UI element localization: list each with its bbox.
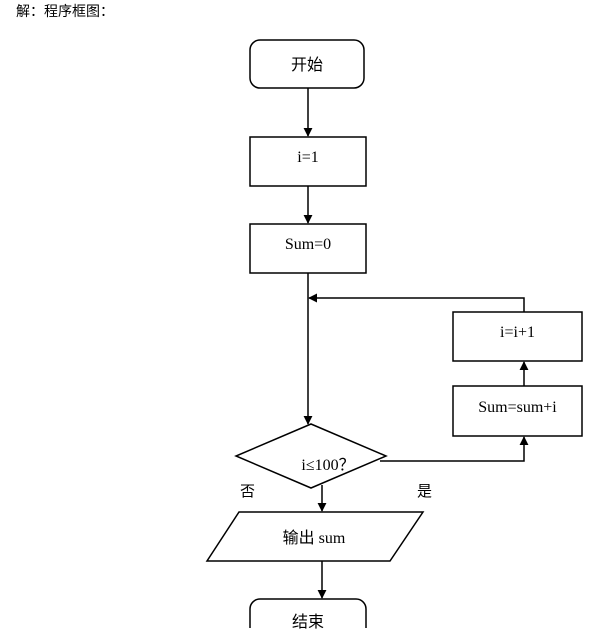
init-sum-label: Sum=0	[284, 236, 332, 253]
intro-text: 解：程序框图：	[16, 4, 114, 20]
branch-yes-label: 是	[417, 482, 433, 500]
arrow-increment-loop-back	[308, 293, 525, 312]
arrow-condition-yes-to-accumulate	[380, 436, 529, 462]
end-label: 结束	[291, 612, 324, 631]
output-label: 输出 sum	[282, 530, 346, 547]
increment-label: i=i+1	[500, 324, 535, 341]
init-sum-box-shape	[249, 223, 367, 274]
init-i-box-shape	[249, 136, 367, 187]
branch-no-label: 否	[240, 482, 256, 500]
accumulate-label: Sum=sum+i	[478, 399, 557, 416]
condition-diamond-shape	[234, 423, 388, 489]
start-label: 开始	[290, 55, 323, 74]
output-parallelogram-shape	[205, 511, 425, 562]
accumulate-box-shape	[452, 385, 583, 437]
condition-label: i≤100？	[301, 457, 355, 474]
increment-box-shape	[452, 311, 583, 362]
start-terminal-shape	[249, 39, 365, 89]
init-i-label: i=1	[297, 149, 319, 166]
end-terminal-shape	[249, 598, 367, 628]
